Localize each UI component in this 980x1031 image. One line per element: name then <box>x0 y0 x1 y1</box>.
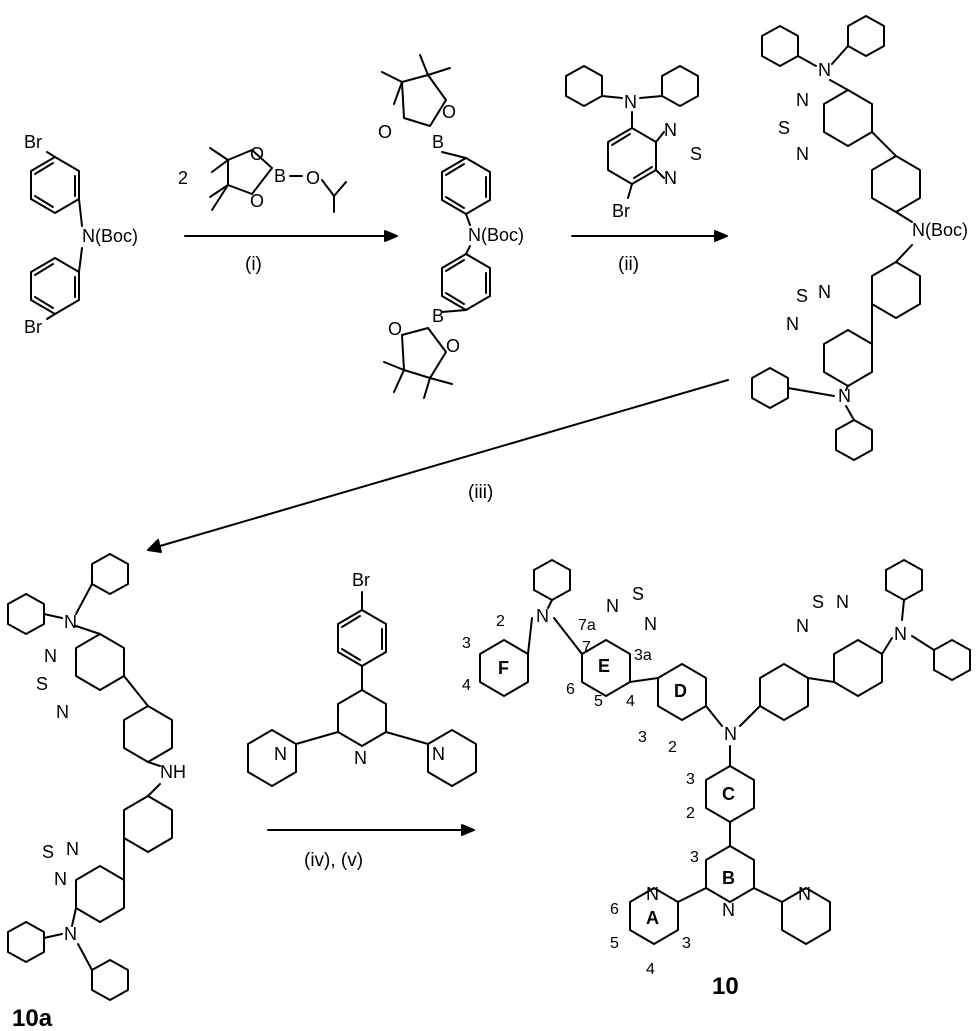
btd-bromide-reagent: N N S N Br <box>565 65 702 221</box>
atom-o-1: O <box>250 144 264 164</box>
atom-nh: NH <box>160 762 186 782</box>
ring-label-b: B <box>722 868 735 888</box>
svg-text:N: N <box>796 90 809 110</box>
svg-text:N: N <box>722 900 735 920</box>
ring-b <box>705 845 755 903</box>
svg-text:N: N <box>818 282 831 302</box>
svg-text:N: N <box>646 884 659 904</box>
svg-text:3: 3 <box>682 935 691 952</box>
svg-text:5: 5 <box>610 935 619 952</box>
svg-text:7: 7 <box>582 639 591 656</box>
btd-br-label: Br <box>612 201 630 221</box>
svg-text:N: N <box>274 744 287 764</box>
svg-text:O: O <box>378 122 392 142</box>
condition-iv-v: (iv), (v) <box>304 850 363 871</box>
atom-br-top: Br <box>24 132 42 152</box>
svg-text:2: 2 <box>686 805 695 822</box>
bis-btd-boc-intermediate: N N S N N(Boc) S N N N <box>751 15 968 461</box>
svg-text:5: 5 <box>594 693 603 710</box>
atom-b-1: B <box>274 166 286 186</box>
ring-label-c: C <box>722 784 735 804</box>
svg-text:S: S <box>778 118 790 138</box>
condition-iii: (iii) <box>468 482 493 503</box>
svg-text:N: N <box>624 92 637 112</box>
svg-text:N: N <box>606 596 619 616</box>
svg-text:N: N <box>664 168 677 188</box>
svg-text:N: N <box>818 60 831 80</box>
ring-label-d: D <box>674 681 687 701</box>
svg-text:S: S <box>42 842 54 862</box>
svg-text:N: N <box>64 924 77 944</box>
svg-text:N: N <box>664 120 677 140</box>
svg-text:S: S <box>36 674 48 694</box>
benzene-ring-2 <box>30 257 80 315</box>
svg-text:4: 4 <box>462 677 471 694</box>
svg-text:S: S <box>796 286 808 306</box>
bis-boronate-intermediate: O O B N(Boc) B O O <box>378 54 524 399</box>
svg-text:S: S <box>690 144 702 164</box>
svg-text:O: O <box>442 102 456 122</box>
svg-text:N: N <box>54 869 67 889</box>
atom-nboc-1: N(Boc) <box>82 226 138 246</box>
svg-text:N: N <box>66 839 79 859</box>
compound-label-10a: 10a <box>12 1005 53 1031</box>
svg-text:N: N <box>56 702 69 722</box>
compound-10a: N N S N NH S N N N 10a <box>7 553 186 1031</box>
svg-text:N: N <box>354 748 367 768</box>
svg-text:6: 6 <box>566 681 575 698</box>
svg-text:3: 3 <box>686 771 695 788</box>
svg-text:N: N <box>838 386 851 406</box>
svg-text:3: 3 <box>638 729 647 746</box>
svg-text:Br: Br <box>352 570 370 590</box>
svg-text:N: N <box>836 592 849 612</box>
svg-text:N: N <box>644 614 657 634</box>
ring-label-a: A <box>646 908 659 928</box>
condition-i: (i) <box>245 254 262 275</box>
svg-text:N: N <box>536 606 549 626</box>
svg-text:O: O <box>388 319 402 339</box>
svg-text:N: N <box>64 612 77 632</box>
svg-text:N: N <box>786 314 799 334</box>
svg-text:O: O <box>446 336 460 356</box>
atom-o-3: O <box>306 168 320 188</box>
starting-material-dibromo: Br Br N(Boc) <box>24 132 138 337</box>
ring-label-f: F <box>498 658 509 678</box>
svg-text:7a: 7a <box>578 617 596 634</box>
svg-text:S: S <box>812 592 824 612</box>
atom-nboc-2: N(Boc) <box>468 225 524 245</box>
svg-text:2: 2 <box>668 739 677 756</box>
arrow-step-iii <box>159 379 729 547</box>
svg-text:N: N <box>44 646 57 666</box>
svg-text:3: 3 <box>462 635 471 652</box>
compound-label-10: 10 <box>712 973 739 1000</box>
svg-text:2: 2 <box>496 613 505 630</box>
svg-text:6: 6 <box>610 901 619 918</box>
terpyridine-reagent: Br N N N <box>247 570 477 787</box>
svg-text:N: N <box>796 144 809 164</box>
svg-text:B: B <box>432 306 444 326</box>
compound-10: N F 2 3 4 E N S N 7 7a 3a 6 5 4 D 3 2 N <box>462 559 971 1000</box>
benzene-ring-1 <box>30 156 80 214</box>
svg-text:N: N <box>724 724 737 744</box>
atom-br-bottom: Br <box>24 317 42 337</box>
svg-text:B: B <box>432 132 444 152</box>
svg-text:N: N <box>894 624 907 644</box>
atom-o-2: O <box>250 191 264 211</box>
ring-label-e: E <box>598 656 610 676</box>
svg-text:N: N <box>432 744 445 764</box>
svg-text:3: 3 <box>690 849 699 866</box>
condition-ii: (ii) <box>618 254 639 275</box>
svg-text:S: S <box>632 584 644 604</box>
svg-text:N: N <box>798 884 811 904</box>
svg-text:N: N <box>796 616 809 636</box>
svg-text:4: 4 <box>646 961 655 978</box>
borate-reagent: 2 O B O O <box>178 144 347 213</box>
borate-equiv: 2 <box>178 168 188 188</box>
svg-text:3a: 3a <box>634 647 652 664</box>
svg-text:4: 4 <box>626 693 635 710</box>
atom-nboc-3: N(Boc) <box>912 220 968 240</box>
